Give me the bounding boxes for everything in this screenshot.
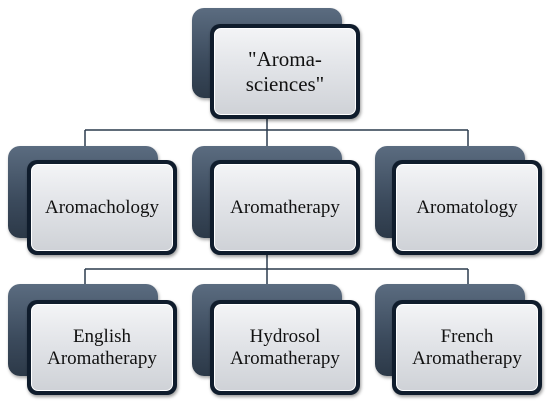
- node-label: "Aroma- sciences": [245, 46, 325, 96]
- node-label: Aromachology: [45, 196, 159, 218]
- node-label: Aromatherapy: [230, 196, 340, 218]
- node-front-card: Aromachology: [27, 160, 177, 255]
- node-aromatherapy: Aromatherapy: [192, 146, 364, 256]
- node-label: English Aromatherapy: [47, 325, 157, 369]
- node-label: French Aromatherapy: [412, 325, 522, 369]
- node-front-card: French Aromatherapy: [392, 300, 542, 395]
- node-front-card: English Aromatherapy: [27, 300, 177, 395]
- node-front-card: Aromatology: [392, 160, 542, 255]
- node-french-aromatherapy: French Aromatherapy: [375, 284, 547, 396]
- node-front-card: "Aroma- sciences": [210, 24, 360, 119]
- node-aromatology: Aromatology: [375, 146, 547, 256]
- node-label: Hydrosol Aromatherapy: [230, 325, 340, 369]
- node-label: Aromatology: [416, 196, 518, 218]
- node-front-card: Hydrosol Aromatherapy: [210, 300, 360, 395]
- node-front-card: Aromatherapy: [210, 160, 360, 255]
- node-aromachology: Aromachology: [8, 146, 180, 256]
- node-hydrosol-aromatherapy: Hydrosol Aromatherapy: [192, 284, 364, 396]
- node-english-aromatherapy: English Aromatherapy: [8, 284, 180, 396]
- node-aroma-sciences: "Aroma- sciences": [192, 8, 362, 120]
